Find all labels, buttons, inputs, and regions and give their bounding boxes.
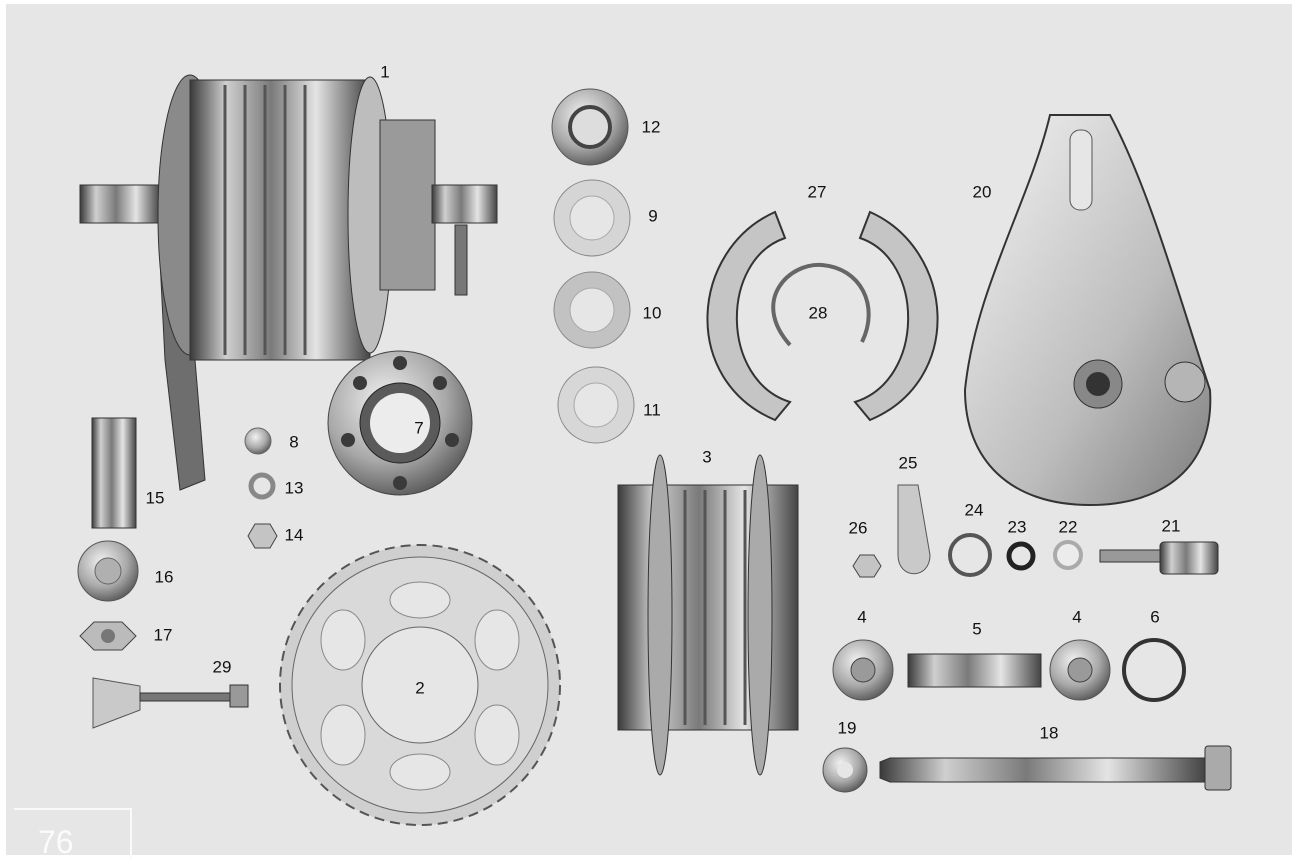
- callout-27: 27: [808, 184, 827, 201]
- callout-25: 25: [899, 455, 918, 472]
- callout-26: 26: [849, 520, 868, 537]
- callout-14: 14: [285, 527, 304, 544]
- callout-1: 1: [380, 64, 389, 81]
- spring-24-part: [950, 535, 990, 575]
- nut-17-part: [80, 622, 136, 650]
- washer-8-part: [245, 428, 271, 454]
- callout-22: 22: [1059, 519, 1078, 536]
- callout-4b: 4: [1072, 609, 1081, 626]
- callout-5: 5: [972, 621, 981, 638]
- sleeve-15-part: [92, 418, 136, 528]
- chain-adjuster-part: [93, 678, 248, 728]
- brake-plate-part: [965, 115, 1210, 505]
- callout-9: 9: [648, 208, 657, 225]
- callout-13: 13: [285, 480, 304, 497]
- disc-10-part: [554, 272, 630, 348]
- callout-6: 6: [1150, 609, 1159, 626]
- axle-18-part: [880, 746, 1231, 790]
- callout-19: 19: [838, 720, 857, 737]
- callout-18: 18: [1040, 725, 1059, 742]
- bearing-16-part: [78, 541, 138, 601]
- nut-14-part: [248, 524, 277, 548]
- callout-7: 7: [414, 420, 423, 437]
- callout-21: 21: [1162, 518, 1181, 535]
- callout-4a: 4: [857, 609, 866, 626]
- disc-11-part: [558, 367, 634, 443]
- callout-11: 11: [643, 402, 661, 419]
- callout-10: 10: [643, 305, 662, 322]
- circlip-part: [1124, 640, 1184, 700]
- page-number: 76: [38, 824, 74, 859]
- callout-12: 12: [642, 119, 661, 136]
- washer-22-part: [1055, 542, 1081, 568]
- spacer-tube-part: [908, 654, 1041, 687]
- callout-15: 15: [146, 490, 165, 507]
- seal-23-part: [1009, 544, 1033, 568]
- seal-12-part: [552, 89, 628, 165]
- callout-2: 2: [415, 680, 424, 697]
- bearing-4a-part: [833, 640, 893, 700]
- washer-19-part: [823, 748, 867, 792]
- callout-28: 28: [809, 305, 828, 322]
- disc-9-part: [554, 180, 630, 256]
- lever-25-part: [898, 485, 930, 574]
- callout-20: 20: [973, 184, 992, 201]
- brake-drum-part: [618, 455, 798, 775]
- nut-26-part: [853, 555, 881, 577]
- callout-23: 23: [1008, 519, 1027, 536]
- cam-21-part: [1100, 542, 1218, 574]
- sprocket-carrier-part: [328, 351, 472, 495]
- bearing-4b-part: [1050, 640, 1110, 700]
- callout-8: 8: [289, 434, 298, 451]
- callout-29: 29: [213, 659, 232, 676]
- callout-24: 24: [965, 502, 984, 519]
- callout-16: 16: [155, 569, 174, 586]
- washer-13-part: [251, 475, 273, 497]
- callout-3: 3: [702, 449, 711, 466]
- callout-17: 17: [154, 627, 173, 644]
